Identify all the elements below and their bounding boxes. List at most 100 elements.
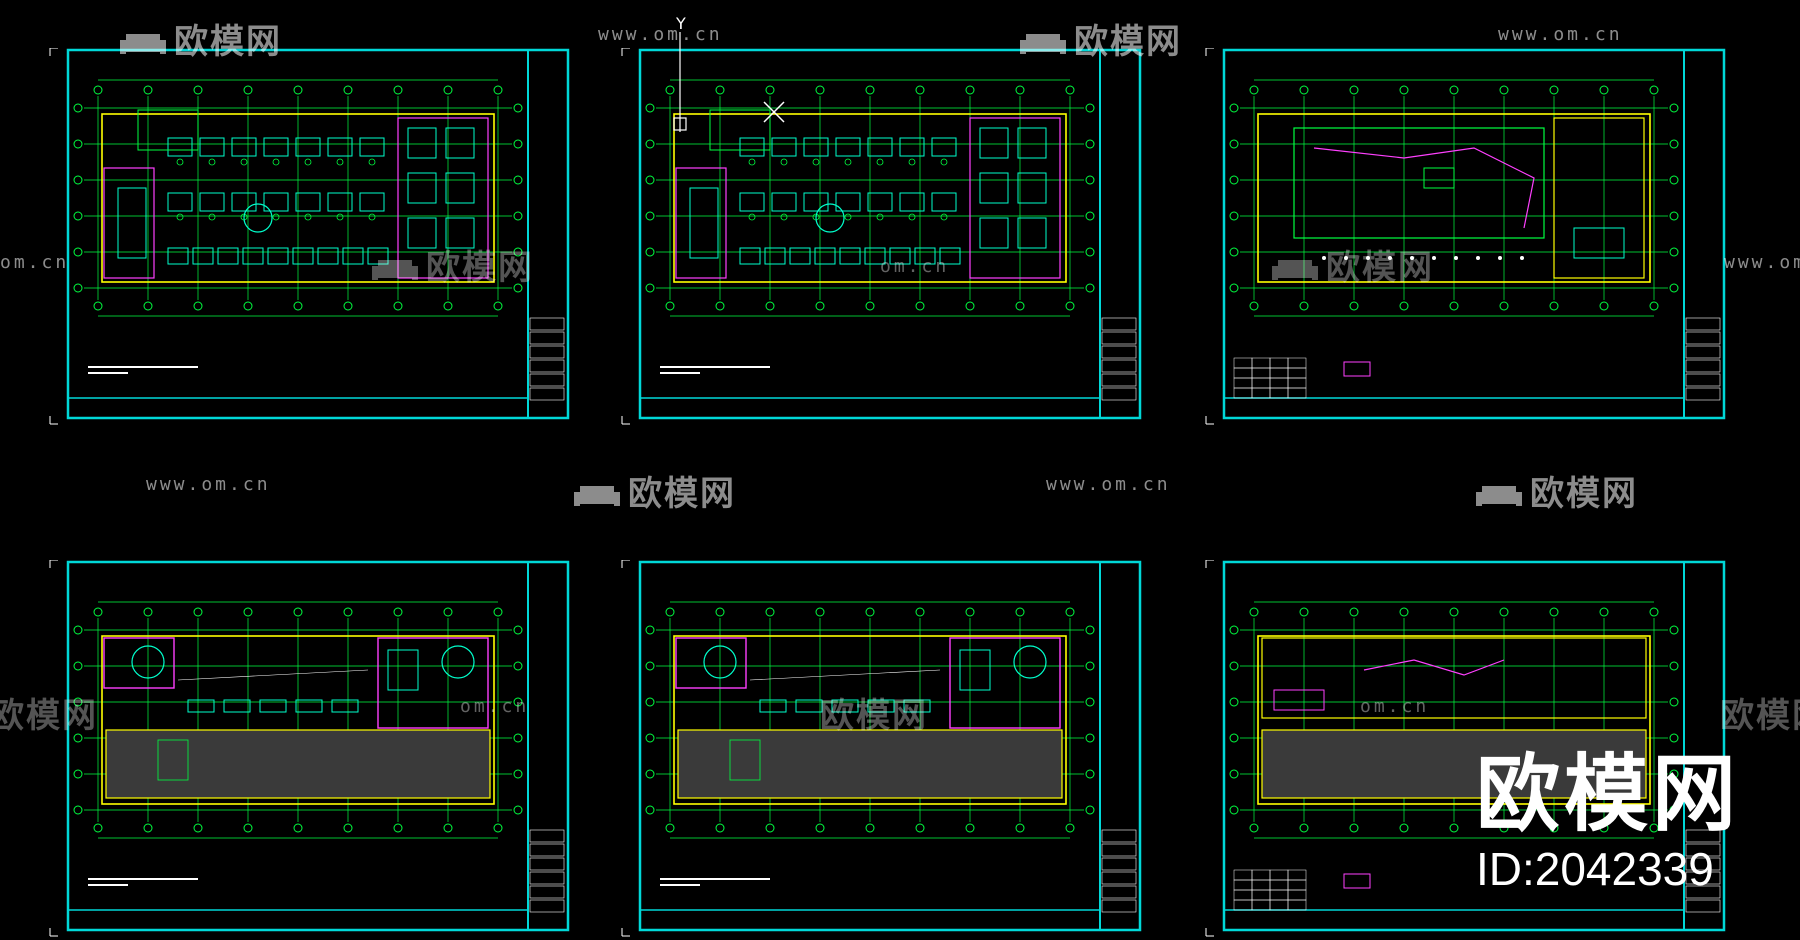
grid-bubble — [293, 607, 303, 617]
furniture-chair — [908, 213, 916, 221]
title-block-cell — [529, 829, 565, 843]
grid-bubble — [1669, 769, 1679, 779]
grid-bubble — [1085, 661, 1095, 671]
furniture-cabinet — [689, 187, 719, 259]
grid-bubble — [1229, 661, 1239, 671]
grid-bubble — [1649, 85, 1659, 95]
watermark-brand: 欧模网 — [820, 696, 928, 736]
sheet-frame — [66, 560, 570, 932]
room-outline — [675, 637, 747, 689]
title-block-cell — [1685, 359, 1721, 373]
ceiling-zone — [1293, 127, 1545, 239]
grid-bubble — [1015, 85, 1025, 95]
grid-bubble — [645, 697, 655, 707]
grid-bubble — [293, 823, 303, 833]
grid-bubble — [665, 823, 675, 833]
drawing-sheet-2[interactable] — [620, 48, 1160, 428]
title-block-cell — [1685, 885, 1721, 899]
grid-bubble — [1229, 805, 1239, 815]
grid-bubble — [915, 301, 925, 311]
grid-bubble — [645, 139, 655, 149]
grid-bubble — [513, 103, 523, 113]
title-block-cell — [529, 331, 565, 345]
grid-bubble — [193, 607, 203, 617]
sheet-frame — [638, 560, 1142, 932]
grid-bubble — [1649, 301, 1659, 311]
stair-block — [729, 739, 761, 781]
light-fixture — [1388, 256, 1392, 260]
grid-bubble — [1085, 769, 1095, 779]
furniture-workstation — [317, 247, 339, 265]
light-fixture — [1322, 256, 1326, 260]
legend-cell — [1233, 377, 1253, 389]
furniture-workstation — [292, 247, 314, 265]
grid-bubble — [815, 607, 825, 617]
legend-cell — [1233, 899, 1253, 911]
watermark-brand: 欧模网 — [1720, 696, 1800, 736]
grid-bubble — [1229, 283, 1239, 293]
furniture-chair — [748, 213, 756, 221]
furniture-chair — [304, 213, 312, 221]
drawing-sheet-4[interactable] — [48, 560, 588, 940]
grid-bubble — [765, 301, 775, 311]
grid-bubble — [1085, 625, 1095, 635]
furniture-round-table — [1013, 645, 1047, 679]
grid-bubble — [343, 301, 353, 311]
furniture-chair — [336, 213, 344, 221]
corner-mark — [621, 928, 630, 937]
furniture-desk — [931, 137, 957, 157]
furniture-table — [979, 127, 1009, 159]
furniture-workstation — [789, 247, 811, 265]
lighting-circuit — [1363, 659, 1505, 676]
drawing-sheet-3[interactable] — [1204, 48, 1744, 428]
furniture-workstation — [764, 247, 786, 265]
drawing-sheet-6[interactable] — [1204, 560, 1744, 940]
grid-bubble — [1299, 607, 1309, 617]
title-block-cell — [1685, 899, 1721, 913]
furniture-chair — [844, 213, 852, 221]
furniture-desk — [899, 192, 925, 212]
legend-cell — [1233, 869, 1253, 881]
legend-cell — [1287, 899, 1307, 911]
furniture-desk — [259, 699, 287, 713]
grid-bubble — [93, 823, 103, 833]
grid-bubble — [443, 607, 453, 617]
grid-bubble — [73, 733, 83, 743]
legend-cell — [1269, 387, 1289, 399]
furniture-desk — [263, 192, 289, 212]
grid-bubble — [815, 85, 825, 95]
grid-bubble — [665, 301, 675, 311]
furniture-workstation — [739, 247, 761, 265]
legend-cell — [1251, 357, 1271, 369]
grid-bubble — [1449, 85, 1459, 95]
corner-mark — [49, 560, 58, 568]
hatched-area — [677, 729, 1063, 799]
sheet-frame — [66, 48, 570, 420]
grid-bubble — [865, 823, 875, 833]
drawing-sheet-5[interactable] — [620, 560, 1160, 940]
light-fixture — [1344, 256, 1348, 260]
grid-bubble — [1499, 823, 1509, 833]
furniture-desk — [867, 137, 893, 157]
grid-bubble — [143, 607, 153, 617]
grid-bubble — [665, 85, 675, 95]
watermark-url: om.cn — [1360, 696, 1430, 717]
drawing-title-bar — [660, 372, 700, 374]
grid-bubble — [915, 823, 925, 833]
grid-bubble — [73, 697, 83, 707]
brand-overlay-id: ID:2042339 — [1475, 843, 1714, 895]
furniture-table — [1017, 127, 1047, 159]
grid-bubble — [393, 85, 403, 95]
building-outline — [101, 113, 495, 283]
furniture-cabinet — [117, 187, 147, 259]
furniture-chair — [940, 213, 948, 221]
furniture-desk — [231, 192, 257, 212]
watermark-url: www.om.cn — [1498, 24, 1623, 45]
corner-mark — [49, 416, 58, 425]
drawing-sheet-1[interactable] — [48, 48, 588, 428]
legend-cell — [1269, 899, 1289, 911]
grid-bubble — [1229, 769, 1239, 779]
grid-bubble — [915, 85, 925, 95]
grid-bubble — [513, 211, 523, 221]
